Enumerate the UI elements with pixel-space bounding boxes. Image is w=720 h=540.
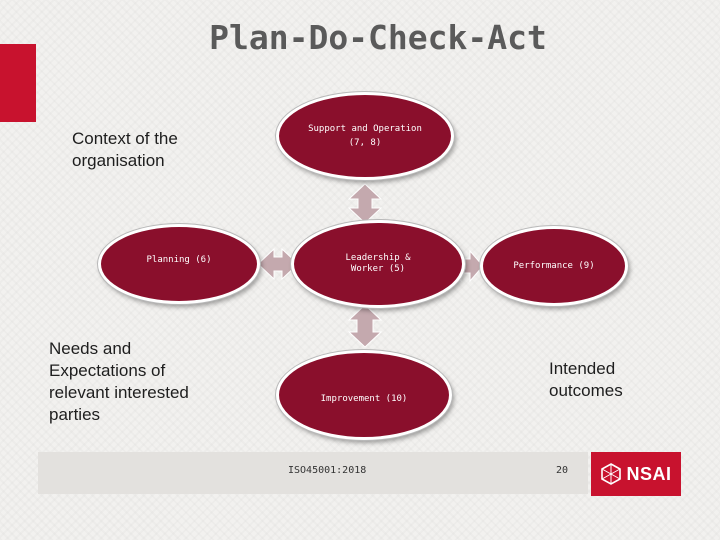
logo-mark-icon [601, 463, 622, 485]
node-planning: Planning (6) [98, 224, 260, 304]
node-leadership-line1: Leadership & [345, 253, 411, 263]
context-label: Context of the organisation [72, 129, 178, 170]
footer-standard: ISO45001:2018 [288, 465, 367, 476]
node-improvement: Improvement (10) [276, 350, 452, 440]
arrow-support-leadership [347, 183, 383, 224]
arrow-leadership-improvement [347, 304, 383, 348]
side-accent-bar [0, 44, 36, 122]
node-performance-label: Performance (9) [513, 261, 595, 271]
node-improvement-label: Improvement (10) [320, 394, 408, 404]
node-leadership: Leadership & Worker (5) [291, 220, 465, 308]
node-support-line2: (7, 8) [348, 138, 382, 148]
slide-title: Plan-Do-Check-Act [209, 18, 547, 57]
needs-label: Needs and Expectations of relevant inter… [49, 339, 189, 424]
node-support-line1: Support and Operation [308, 124, 422, 134]
nsai-logo: NSAI [591, 452, 681, 496]
node-support-operation: Support and Operation (7, 8) [276, 92, 454, 180]
node-leadership-line2: Worker (5) [350, 264, 406, 274]
outcomes-label: Intended outcomes [549, 359, 623, 400]
node-planning-label: Planning (6) [146, 255, 212, 265]
footer-bar [38, 452, 588, 494]
page-number: 20 [556, 465, 569, 476]
logo-text: NSAI [626, 463, 672, 484]
node-performance: Performance (9) [480, 226, 628, 306]
